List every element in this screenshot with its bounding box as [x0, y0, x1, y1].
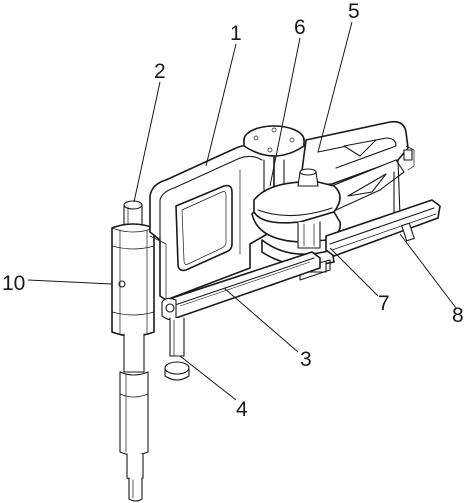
label-2: 2 — [154, 60, 166, 83]
reference-labels: 1 2 3 4 5 6 7 8 10 — [2, 0, 464, 421]
leader-6 — [269, 37, 301, 187]
label-8: 8 — [452, 304, 464, 327]
vertical-column — [111, 200, 155, 502]
leader-5 — [317, 21, 353, 153]
leader-1 — [205, 43, 237, 167]
lower-pin — [164, 317, 190, 381]
leader-8 — [399, 233, 457, 309]
label-7: 7 — [378, 292, 390, 315]
leader-4 — [179, 355, 237, 401]
label-3: 3 — [300, 348, 312, 371]
top-pin — [123, 200, 143, 233]
column-shaft — [119, 333, 149, 502]
right-rail — [269, 199, 441, 287]
leader-2 — [133, 81, 161, 203]
label-10: 10 — [2, 272, 25, 295]
leader-7 — [329, 247, 379, 297]
label-6: 6 — [294, 16, 306, 39]
leader-3 — [223, 287, 299, 353]
label-4: 4 — [236, 398, 248, 421]
cap-plate — [243, 125, 305, 199]
leader-lines — [27, 21, 457, 401]
leader-10 — [27, 279, 113, 285]
label-1: 1 — [230, 22, 242, 45]
main-frame — [149, 144, 275, 301]
column-housing — [111, 223, 155, 337]
label-5: 5 — [348, 0, 360, 23]
